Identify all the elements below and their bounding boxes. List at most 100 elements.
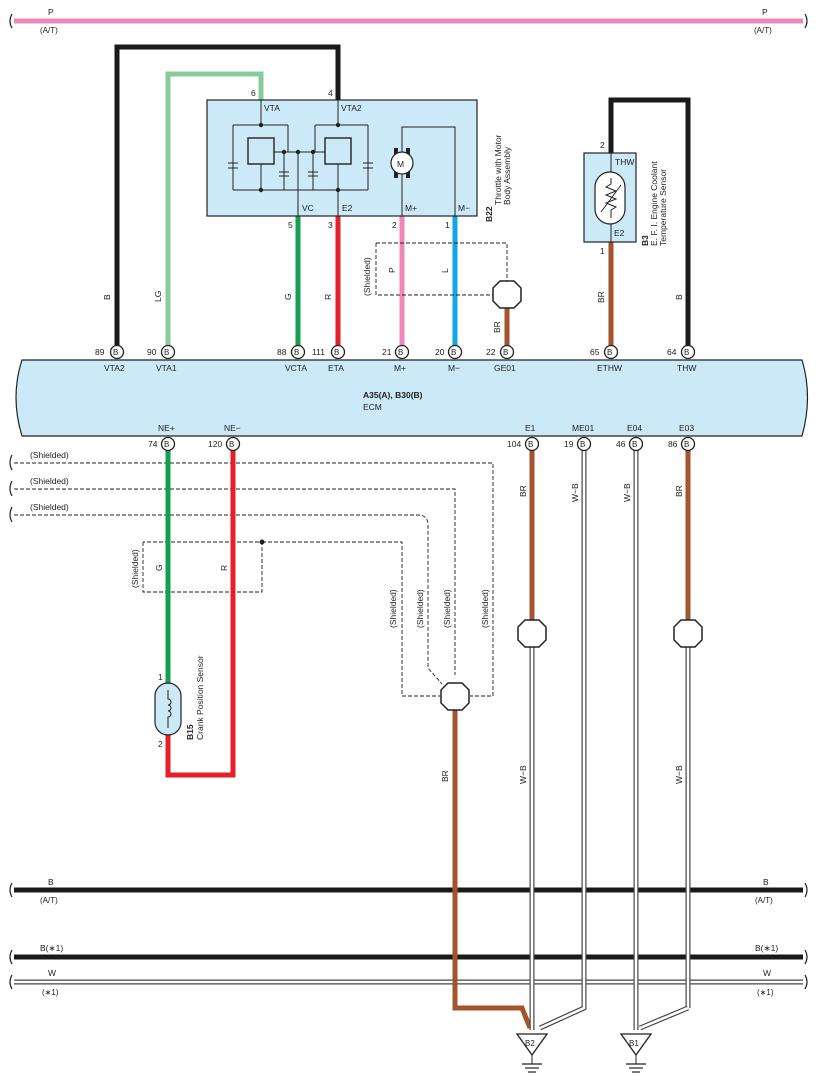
svg-text:19: 19 [564, 439, 574, 449]
ecm-pin-86: B 86 E03 [668, 423, 696, 452]
throttle-term-vta2: VTA2 [341, 103, 362, 113]
coolant-term-thw: THW [615, 157, 634, 167]
svg-text:B: B [48, 877, 54, 887]
svg-text:B: B [334, 348, 339, 357]
coolant-name-line1: E. F. I. Engine Coolant [649, 161, 659, 246]
bus-b-star: B(∗1) B(∗1) [9, 943, 808, 965]
svg-text:THW: THW [677, 363, 696, 373]
coolant-temp-sensor: 2 1 THW E2 [583, 97, 691, 348]
throttle-pin-5: 5 [288, 220, 293, 230]
ecm-pin-64: B 64 THW [667, 344, 696, 373]
svg-text:B2: B2 [525, 1039, 535, 1048]
crank-code: B15 [185, 724, 195, 740]
svg-text:W: W [48, 968, 56, 978]
svg-text:21: 21 [382, 347, 392, 357]
wire-label-e1-bottom: W−B [518, 765, 528, 784]
svg-text:(∗1): (∗1) [42, 988, 59, 997]
ecm-pin-19: B 19 ME01 [564, 423, 594, 452]
wire-vta1 [165, 71, 264, 348]
svg-text:B: B [684, 440, 689, 449]
svg-text:46: 46 [616, 439, 626, 449]
bus-top-sub-right: (A/T) [754, 26, 772, 35]
svg-text:NE+: NE+ [158, 423, 175, 433]
svg-text:(A/T): (A/T) [40, 896, 58, 905]
shield-label-v3: (Shielded) [442, 589, 452, 628]
ecm-top-pins: B 89 VTA2 B 90 VTA1 B 88 VCTA B 111 ETA … [95, 344, 696, 373]
wire-label-e03-bottom: W−B [674, 765, 684, 784]
ecm-pin-20: B 20 M− [435, 344, 463, 373]
ecm-pin-65: B 65 ETHW [590, 344, 622, 373]
shield-label-throttle: (Shielded) [362, 257, 372, 296]
wire-label-mplus: P [387, 267, 397, 273]
ecm-pin-90: B 90 VTA1 [147, 344, 177, 373]
crank-pin-1: 1 [158, 672, 163, 682]
svg-text:64: 64 [667, 347, 677, 357]
wire-label-vta1: LG [153, 291, 163, 302]
shield-label-v2: (Shielded) [415, 589, 425, 628]
ecm-pin-21: B 21 M+ [382, 344, 410, 373]
wire-label-e03-top: BR [674, 485, 684, 497]
throttle-term-e2: E2 [342, 203, 353, 213]
svg-text:M+: M+ [394, 363, 406, 373]
shield-label-crank: (Shielded) [130, 549, 140, 588]
throttle-name-line2: Body Assembly [502, 146, 512, 205]
svg-text:B: B [763, 877, 769, 887]
throttle-pin-2: 2 [392, 220, 397, 230]
throttle-term-vta: VTA [264, 103, 280, 113]
ground-b2: B2 [515, 1033, 549, 1073]
wire-thw [608, 97, 691, 348]
ecm-bottom-pins: B 74 NE+ B 120 NE− B 104 E1 B 19 ME01 B … [148, 423, 696, 452]
svg-text:B: B [607, 348, 612, 357]
bus-top-label-left: P [48, 7, 54, 17]
shield-label-2: (Shielded) [30, 476, 69, 486]
svg-text:B: B [503, 348, 508, 357]
throttle-harness-wires [114, 44, 522, 348]
svg-text:111: 111 [312, 347, 325, 357]
svg-text:NE−: NE− [224, 423, 241, 433]
wire-label-ne-minus: R [219, 565, 229, 571]
svg-text:88: 88 [277, 347, 287, 357]
throttle-code: B22 [484, 206, 494, 222]
throttle-pin-1: 1 [445, 220, 450, 230]
svg-text:ME01: ME01 [572, 423, 594, 433]
shield-label-v4: (Shielded) [480, 589, 490, 628]
ground-icon [515, 1033, 549, 1057]
svg-text:65: 65 [590, 347, 600, 357]
throttle-pin-4: 4 [328, 88, 333, 98]
svg-text:B: B [580, 440, 585, 449]
wire-label-e04: W−B [622, 483, 632, 502]
wire-me01 [539, 448, 586, 1030]
ecm-pin-46: B 46 E04 [616, 423, 644, 452]
shield-splice-ge01 [492, 280, 522, 309]
crank-pin-2: 2 [158, 739, 163, 749]
motor-icon [390, 151, 414, 175]
svg-text:B: B [294, 348, 299, 357]
throttle-term-mminus: M− [458, 203, 470, 213]
svg-text:89: 89 [95, 347, 105, 357]
coolant-name-line2: Temperature Sensor [658, 169, 668, 246]
svg-text:B: B [632, 440, 637, 449]
throttle-body-assembly: M 6 4 5 3 2 1 VTA VTA2 VC E2 M+ M− [206, 88, 478, 230]
svg-text:B: B [451, 348, 456, 357]
wire-label-e1-top: BR [518, 485, 528, 497]
svg-text:ETA: ETA [328, 363, 344, 373]
splice-e03 [673, 619, 703, 648]
ground-icon [619, 1033, 653, 1057]
wire-label-ge01: BR [492, 321, 502, 333]
svg-text:B: B [398, 348, 403, 357]
ecm-pin-88: B 88 VCTA [277, 344, 307, 373]
coil-icon [167, 690, 172, 728]
svg-text:VTA2: VTA2 [104, 363, 125, 373]
throttle-pin-3: 3 [328, 220, 333, 230]
svg-text:22: 22 [486, 347, 496, 357]
svg-text:E04: E04 [627, 423, 642, 433]
throttle-name-line1: Throttle with Motor [493, 134, 503, 205]
svg-text:104: 104 [507, 439, 521, 449]
svg-text:B: B [684, 348, 689, 357]
svg-text:B(∗1): B(∗1) [755, 943, 778, 953]
coolant-pin-1: 1 [600, 246, 605, 256]
throttle-term-mplus: M+ [405, 203, 417, 213]
svg-text:20: 20 [435, 347, 445, 357]
bus-p-top: P (A/T) P (A/T) [9, 7, 808, 35]
